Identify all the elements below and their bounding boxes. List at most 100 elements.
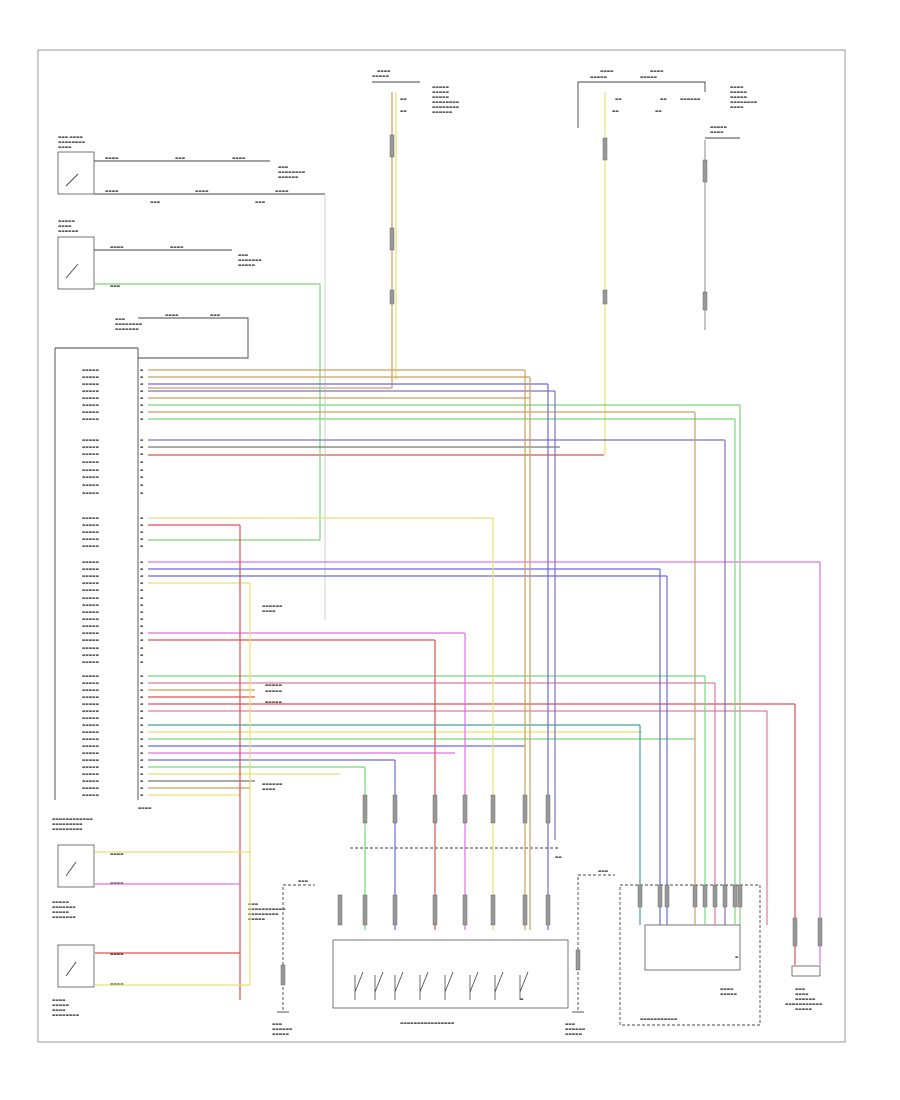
svg-text:▬▬▬: ▬▬▬ <box>110 284 121 288</box>
module-pin-number: ▬ <box>140 452 144 456</box>
module-pin-name: ▬▬▬▬▬ <box>82 660 100 664</box>
right-module-connector-1 <box>657 884 663 908</box>
diagram-frame <box>37 49 846 1043</box>
svg-text:▬: ▬ <box>520 997 524 1001</box>
svg-text:▬▬▬▬▬: ▬▬▬▬▬ <box>730 90 748 94</box>
svg-text:▬▬▬▬▬▬: ▬▬▬▬▬▬ <box>262 604 283 608</box>
module-pin-name: ▬▬▬▬▬ <box>82 603 100 607</box>
module-pin-name: ▬▬▬▬▬ <box>82 681 100 685</box>
right-control-module: ▬▬▬▬▬▬▬▬▬▬▬ ▬▬▬▬ ▬▬▬▬▬ ▬ <box>619 884 761 1026</box>
module-pin-name: ▬▬▬▬▬ <box>82 709 100 713</box>
module-pin-number: ▬ <box>140 460 144 464</box>
module-pin-number: ▬ <box>140 389 144 393</box>
module-pin-number: ▬ <box>140 660 144 664</box>
module-pin-number: ▬ <box>140 475 144 479</box>
module-pin-number: ▬ <box>140 530 144 534</box>
module-pin-number: ▬ <box>140 596 144 600</box>
svg-text:▬▬▬▬▬▬▬▬: ▬▬▬▬▬▬▬▬ <box>115 322 143 326</box>
svg-text:▬▬▬▬: ▬▬▬▬ <box>110 982 124 986</box>
svg-text:▬▬▬▬: ▬▬▬▬ <box>110 245 124 249</box>
module-pin-name: ▬▬▬▬▬ <box>82 491 100 495</box>
svg-text:▬▬▬▬▬▬▬▬: ▬▬▬▬▬▬▬▬ <box>58 140 86 144</box>
module-pin-name: ▬▬▬▬▬ <box>82 638 100 642</box>
svg-text:▬▬▬: ▬▬▬ <box>175 156 186 160</box>
far-right-connector-0 <box>792 917 798 947</box>
svg-text:▬▬▬▬▬: ▬▬▬▬▬ <box>272 1032 290 1036</box>
module-pin-name: ▬▬▬▬▬ <box>82 396 100 400</box>
right-module-connector-8 <box>737 884 743 908</box>
module-pin-name: ▬▬▬▬▬ <box>82 646 100 650</box>
module-pin-number: ▬ <box>140 653 144 657</box>
svg-text:▬▬▬▬▬: ▬▬▬▬▬ <box>52 910 70 914</box>
svg-text:▬▬▬▬▬▬: ▬▬▬▬▬▬ <box>278 175 299 179</box>
module-internal-loop <box>138 317 249 359</box>
module-pin-number: ▬ <box>140 765 144 769</box>
svg-text:▬▬▬▬: ▬▬▬▬ <box>195 189 209 193</box>
svg-text:▬▬▬▬▬: ▬▬▬▬▬ <box>432 95 450 99</box>
svg-text:▬▬: ▬▬ <box>612 109 619 113</box>
module-pin-name: ▬▬▬▬▬ <box>82 574 100 578</box>
svg-text:▬▬▬▬▬: ▬▬▬▬▬ <box>730 95 748 99</box>
svg-text:▬▬▬▬: ▬▬▬▬ <box>165 313 179 317</box>
svg-text:▬▬▬: ▬▬▬ <box>150 200 161 204</box>
switch-assembly-box <box>332 939 569 1009</box>
module-pin-name: ▬▬▬▬▬ <box>82 723 100 727</box>
module-pin-number: ▬ <box>140 445 144 449</box>
module-pin-name: ▬▬▬▬▬ <box>82 445 100 449</box>
assembly-lower-connector-4 <box>462 894 468 926</box>
module-pin-name: ▬▬▬▬▬ <box>82 779 100 783</box>
module-pin-name: ▬▬▬▬▬ <box>82 631 100 635</box>
svg-text:▬▬▬▬: ▬▬▬▬ <box>710 130 724 134</box>
top-center-fuse-block: ▬▬▬▬ ▬▬▬▬▬ ▬▬▬▬▬ ▬▬▬▬▬ ▬▬▬▬▬ ▬▬▬▬▬▬▬▬ ▬▬… <box>372 69 460 114</box>
svg-text:▬▬▬▬: ▬▬▬▬ <box>138 806 152 810</box>
center-switch-assembly: ▬▬ ▬▬▬▬▬▬▬▬▬▬▬▬▬▬▬▬ ▬ <box>332 847 569 1025</box>
module-pin-name: ▬▬▬▬▬ <box>82 382 100 386</box>
connector-right-2 <box>602 289 608 305</box>
module-pin-labels: ▬▬▬▬▬▬▬▬▬▬▬▬▬▬▬▬▬▬▬▬▬▬▬▬▬▬▬▬▬▬▬▬▬▬▬▬▬▬▬▬… <box>82 368 144 797</box>
connector-top-2 <box>389 227 395 251</box>
module-pin-number: ▬ <box>140 382 144 386</box>
svg-text:▬▬▬▬▬▬▬: ▬▬▬▬▬▬▬ <box>238 258 262 262</box>
module-pin-number: ▬ <box>140 779 144 783</box>
svg-text:▬▬▬▬: ▬▬▬▬ <box>52 1008 66 1012</box>
module-pin-number: ▬ <box>140 610 144 614</box>
module-pin-name: ▬▬▬▬▬ <box>82 730 100 734</box>
switch-box-3 <box>57 844 95 888</box>
module-pin-number: ▬ <box>140 723 144 727</box>
module-pin-number: ▬ <box>140 438 144 442</box>
module-pin-number: ▬ <box>140 793 144 797</box>
svg-text:▬▬▬▬: ▬▬▬▬ <box>650 69 664 73</box>
svg-text:▬▬▬▬▬: ▬▬▬▬▬ <box>565 1032 583 1036</box>
far-right-component: ▬▬▬ ▬▬▬▬ ▬▬▬▬▬▬ ▬▬▬▬▬▬▬▬▬▬▬ ▬▬▬▬▬ <box>785 965 823 1011</box>
svg-text:▬▬▬▬▬: ▬▬▬▬▬ <box>720 992 738 996</box>
module-pin-number: ▬ <box>140 617 144 621</box>
module-pin-number: ▬ <box>140 646 144 650</box>
module-pin-name: ▬▬▬▬▬ <box>82 468 100 472</box>
svg-text:▬▬▬▬▬: ▬▬▬▬▬ <box>265 683 283 687</box>
connector-right-1 <box>602 137 608 161</box>
svg-text:▬▬▬▬: ▬▬▬▬ <box>720 987 734 991</box>
right-module-connector-6 <box>722 884 728 908</box>
svg-text:▬▬▬▬: ▬▬▬▬ <box>105 189 119 193</box>
module-pin-number: ▬ <box>140 674 144 678</box>
svg-text:▬▬▬▬▬: ▬▬▬▬▬ <box>265 700 283 704</box>
svg-text:▬▬▬▬▬▬▬▬: ▬▬▬▬▬▬▬▬ <box>432 105 460 109</box>
assembly-switch-7 <box>519 971 529 1000</box>
svg-text:▬▬▬: ▬▬▬ <box>248 902 259 906</box>
module-pin-number: ▬ <box>140 491 144 495</box>
module-pin-number: ▬ <box>140 786 144 790</box>
assembly-connector-5 <box>522 794 528 824</box>
svg-text:▬▬▬: ▬▬▬ <box>210 313 221 317</box>
svg-text:▬▬▬: ▬▬▬ <box>795 987 806 991</box>
assembly-switch-5 <box>469 971 479 1000</box>
svg-text:▬▬▬▬▬▬▬▬▬: ▬▬▬▬▬▬▬▬▬ <box>248 912 279 916</box>
far-right-plug <box>791 965 821 977</box>
svg-text:▬▬▬▬▬: ▬▬▬▬▬ <box>238 263 256 267</box>
svg-text:▬▬▬▬: ▬▬▬▬ <box>110 881 124 885</box>
bottom-left-switch-group: ▬▬▬▬▬▬▬▬▬▬▬▬ ▬▬▬▬▬▬▬▬▬ ▬▬▬▬▬▬▬▬▬ ▬▬▬▬▬ ▬… <box>52 817 286 1017</box>
module-pin-name: ▬▬▬▬▬ <box>82 530 100 534</box>
module-pin-name: ▬▬▬▬▬ <box>82 624 100 628</box>
module-pin-number: ▬ <box>140 702 144 706</box>
module-pin-name: ▬▬▬▬▬ <box>82 786 100 790</box>
